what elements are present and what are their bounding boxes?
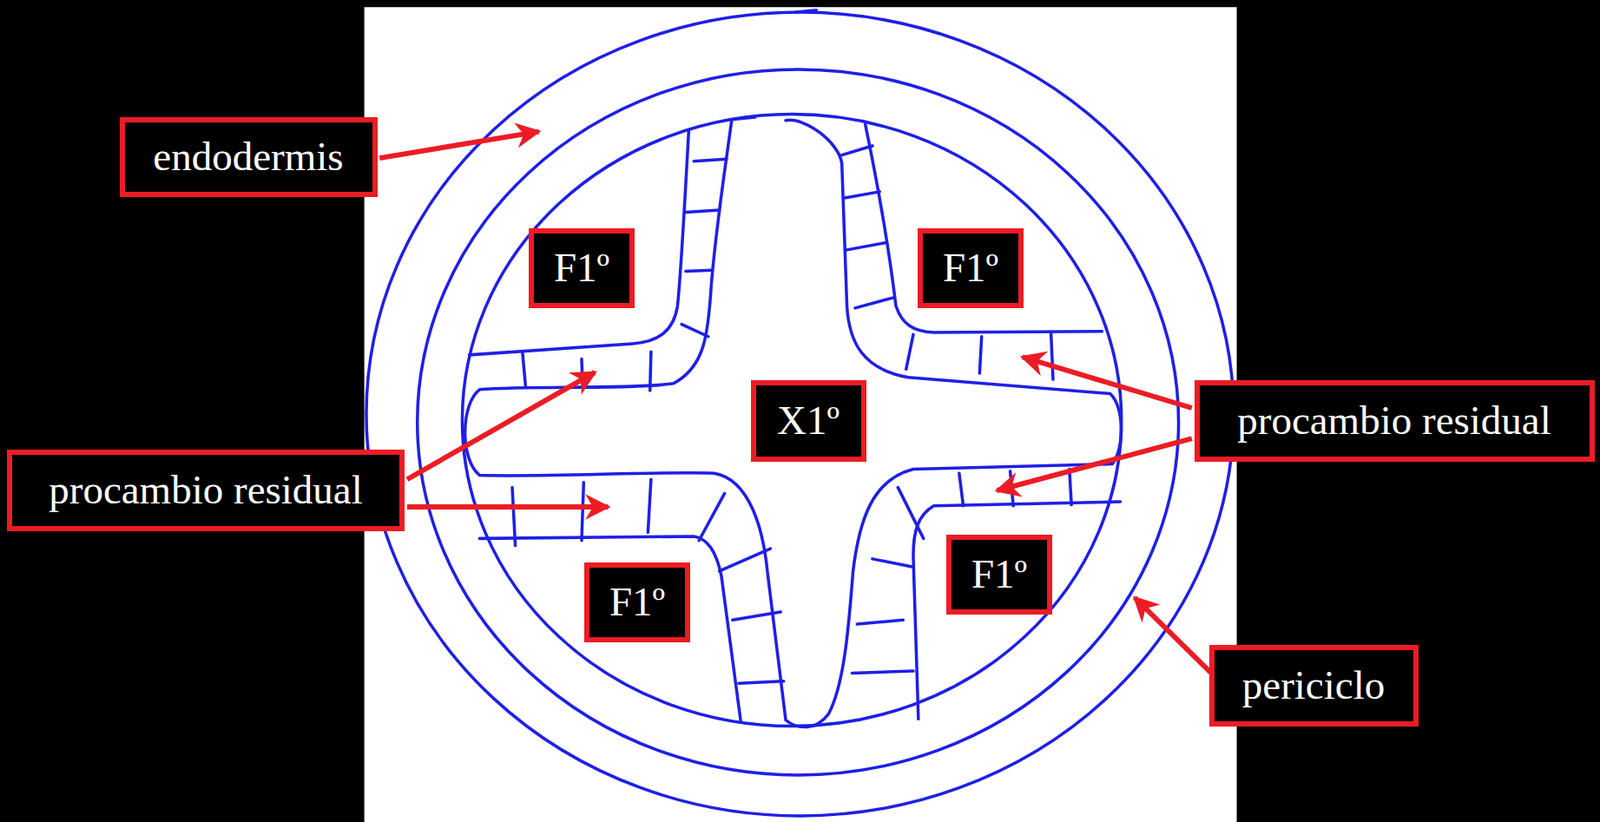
label-text: periciclo: [1242, 663, 1385, 709]
label-text: X1º: [776, 398, 840, 444]
label-box: X1º: [750, 380, 867, 462]
label-box: F1º: [584, 562, 691, 643]
label-text: F1º: [609, 579, 666, 626]
label-text: procambio residual: [1237, 398, 1552, 444]
label-text: F1º: [942, 245, 999, 291]
leader-arrows: [379, 131, 1212, 674]
label-text: F1º: [553, 245, 610, 291]
label-box: endodermis: [119, 117, 378, 198]
label-box: procambio residual: [6, 449, 405, 532]
stele-drawing: [366, 10, 1234, 817]
label-box: F1º: [528, 228, 635, 309]
label-text: procambio residual: [48, 467, 363, 514]
label-text: endodermis: [152, 134, 343, 180]
label-text: F1º: [971, 552, 1028, 598]
label-box: F1º: [917, 228, 1024, 309]
white-ground: [364, 6, 1238, 822]
label-box: F1º: [946, 534, 1053, 615]
label-box: procambio residual: [1194, 380, 1595, 462]
label-box: periciclo: [1209, 645, 1419, 727]
